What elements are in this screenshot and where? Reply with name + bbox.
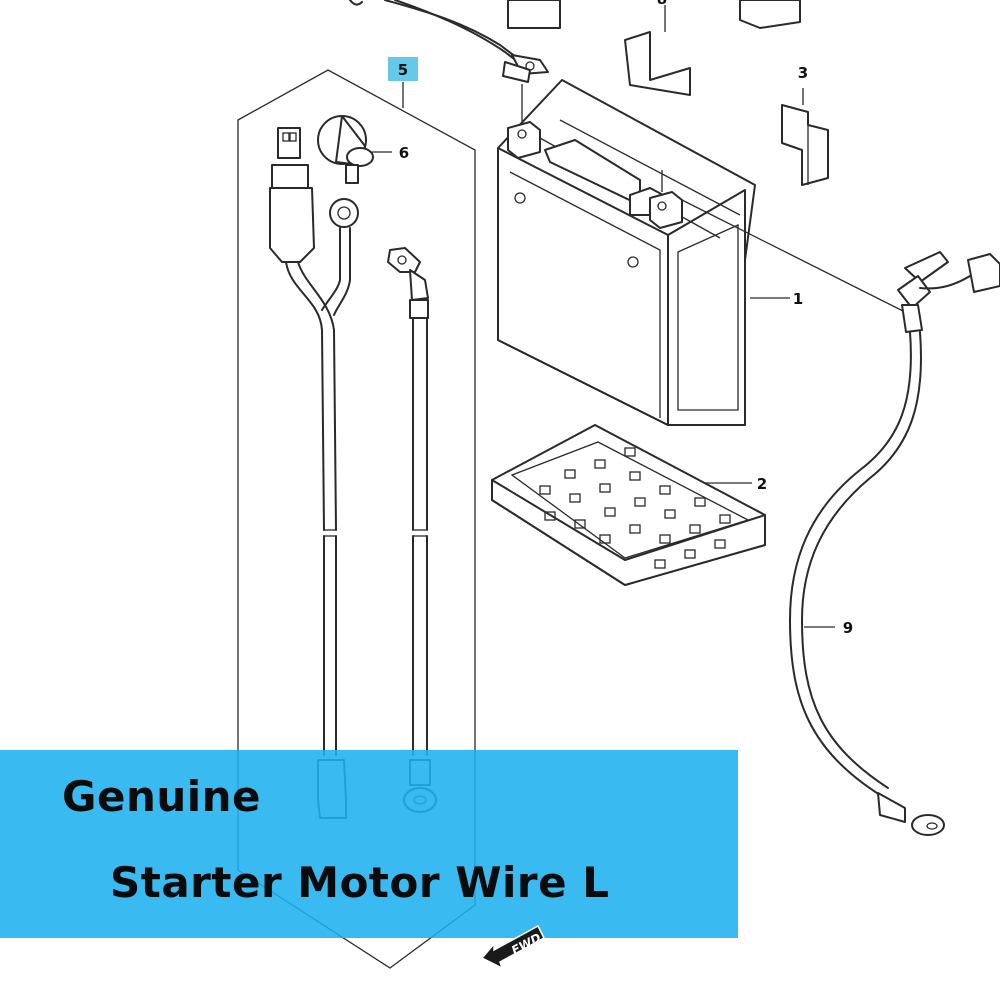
wire-left-connector [269, 127, 347, 819]
cap-part-6 [317, 115, 392, 184]
callout-9: 9 [843, 619, 853, 637]
battery-tray-part-2 [491, 424, 766, 586]
callout-2: 2 [757, 475, 767, 493]
top-fragments [507, 0, 801, 96]
callout-1: 1 [793, 290, 803, 308]
callout-6: 6 [399, 144, 409, 162]
battery-cable-part-9 [789, 251, 1000, 836]
wire-ring-branch [321, 198, 359, 316]
battery-part-1 [497, 79, 906, 426]
banner-line-product-name: Starter Motor Wire L [110, 858, 610, 907]
clip-bracket-part-3 [781, 88, 829, 186]
tray-slots [539, 447, 731, 569]
callout-5: 5 [398, 61, 408, 79]
callout-8: 8 [657, 0, 667, 8]
callout-3: 3 [798, 64, 808, 82]
callout-5-highlight [388, 57, 418, 81]
fwd-arrow-icon: FWD [480, 924, 545, 968]
banner-line-genuine: Genuine [62, 772, 262, 821]
title-banner [0, 750, 738, 938]
upper-cable [349, 0, 549, 83]
wire-right-ring [387, 247, 437, 813]
